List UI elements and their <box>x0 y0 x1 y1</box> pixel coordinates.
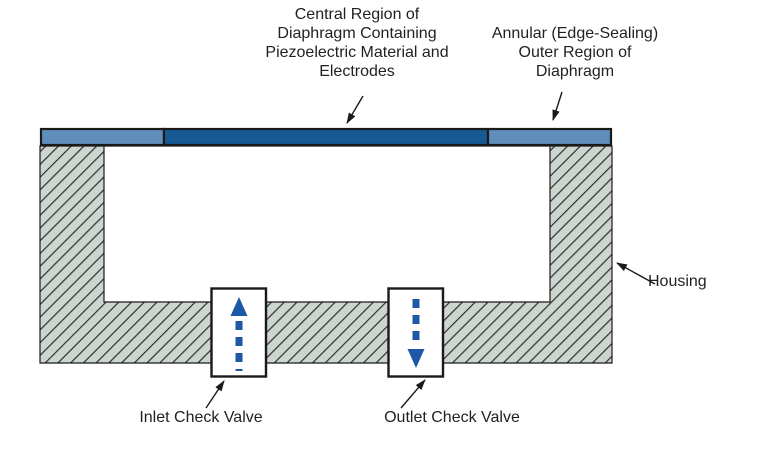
housing-label: Housing <box>648 273 707 290</box>
diaphragm-central-region <box>162 127 490 147</box>
outlet-valve-leader-line <box>400 379 426 409</box>
inlet-flow-arrow-icon <box>230 297 248 371</box>
central-region-label: Central Region of Diaphragm Containing P… <box>265 6 449 80</box>
central-region-leader-line <box>346 95 364 124</box>
housing-body <box>39 145 613 364</box>
outlet-flow-arrow-icon <box>407 299 425 368</box>
diaphragm-outer-right <box>486 127 613 147</box>
inlet-valve-leader-line <box>205 380 225 409</box>
inlet-valve-label: Inlet Check Valve <box>139 409 263 426</box>
annular-region-leader-line <box>552 91 563 121</box>
diaphragm-outer-left <box>39 127 166 147</box>
outlet-valve-label: Outlet Check Valve <box>384 409 520 426</box>
outlet-arrow-head <box>407 349 425 368</box>
inlet-arrow-head <box>230 297 248 316</box>
housing-leader-line <box>616 262 656 285</box>
annular-region-label: Annular (Edge-Sealing) Outer Region of D… <box>491 25 659 80</box>
